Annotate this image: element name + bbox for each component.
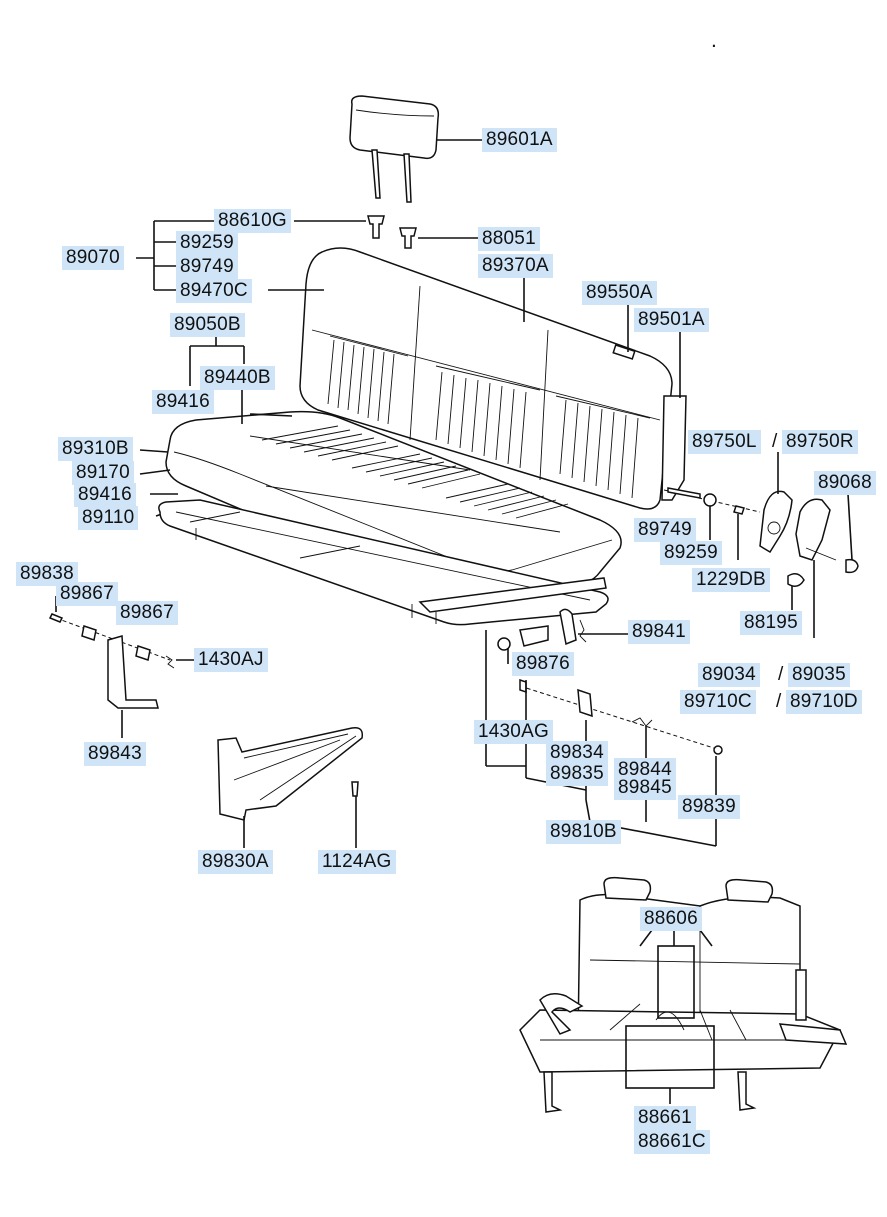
group-bracket-89070	[136, 220, 214, 291]
label-buckle-88661c: 88661C	[634, 1130, 710, 1154]
label-bracket-89834: 89834	[546, 741, 608, 765]
label-bracket-89835: 89835	[546, 762, 608, 786]
label-frame-89501a: 89501A	[634, 308, 709, 332]
label-frame-89110: 89110	[78, 506, 139, 530]
inset-seat-drawing	[519, 876, 848, 1113]
label-group-89070: 89070	[62, 246, 124, 270]
label-cap-88195: 88195	[740, 611, 802, 635]
label-guide-88051: 88051	[478, 227, 540, 251]
label-cover-89068: 89068	[814, 471, 876, 495]
label-bush-89867-b: 89867	[116, 601, 178, 625]
label-cover-sep: /	[776, 691, 782, 712]
svg-text:.: .	[711, 29, 717, 52]
label-spring-89845: 89845	[614, 776, 676, 800]
label-back-89370a: 89370A	[478, 254, 553, 278]
label-cover-89310b: 89310B	[58, 437, 133, 461]
left-leg-parts-drawing	[48, 596, 194, 738]
label-cover-89710c: 89710C	[680, 690, 756, 714]
label-bolt-89839: 89839	[678, 795, 740, 819]
label-headrest: 89601A	[482, 128, 557, 152]
label-pad-89470c: 89470C	[176, 279, 252, 303]
label-hinge-89550a: 89550A	[582, 281, 657, 305]
headrest-guides-drawing	[294, 215, 478, 249]
label-lever-sep: /	[778, 664, 784, 685]
label-nut-1430aj: 1430AJ	[194, 648, 268, 672]
label-cover-89259-a: 89259	[176, 231, 238, 255]
cushion-frame-drawing	[158, 499, 609, 626]
seat-back-drawing	[268, 247, 687, 510]
label-link-89843: 89843	[84, 742, 146, 766]
label-belt-88606: 88606	[640, 907, 702, 931]
label-bolt-89749-b: 89749	[634, 518, 696, 542]
label-assy-89810b: 89810B	[546, 820, 621, 844]
label-bolt-1124ag: 1124AG	[318, 850, 396, 874]
label-lever-89034: 89034	[698, 663, 760, 687]
center-mechanism-drawing	[485, 608, 723, 847]
label-wire-89416-a: 89416	[152, 390, 214, 414]
label-cover-89710d: 89710D	[786, 690, 862, 714]
label-hinge-89750l: 89750L	[688, 430, 761, 454]
label-hinge-89750r: 89750R	[782, 430, 858, 454]
label-bolt-1229db: 1229DB	[692, 568, 770, 592]
headrest-drawing	[349, 95, 482, 203]
leg-assembly-drawing	[217, 726, 364, 848]
label-bush-89867-a: 89867	[56, 582, 118, 606]
group-bracket-89050B	[189, 336, 245, 386]
label-bolt-89749-a: 89749	[176, 255, 238, 279]
label-cushion-89050b: 89050B	[170, 313, 245, 337]
label-lever-89035: 89035	[788, 663, 850, 687]
hinge-parts-drawing	[663, 452, 859, 638]
label-hinge-sep: /	[772, 431, 778, 452]
label-leg-89830a: 89830A	[198, 850, 273, 874]
label-pad-89440b: 89440B	[200, 366, 275, 390]
label-spring-89841: 89841	[628, 620, 690, 644]
seat-cushion-drawing	[139, 386, 622, 598]
label-wire-89416-b: 89416	[74, 483, 136, 507]
label-nut-1430ag: 1430AG	[474, 720, 553, 744]
label-cover-89259-b: 89259	[660, 541, 722, 565]
label-pad-89170: 89170	[72, 461, 134, 485]
label-guide-88610g: 88610G	[214, 209, 291, 233]
label-buckle-88661: 88661	[634, 1106, 696, 1130]
label-stopper-89876: 89876	[512, 652, 574, 676]
